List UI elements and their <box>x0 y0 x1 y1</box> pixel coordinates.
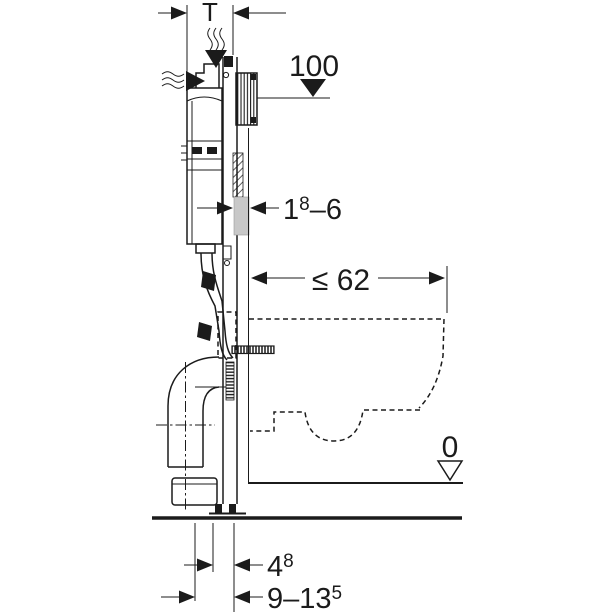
rail-fitting <box>222 245 232 260</box>
arrowhead-left-icon <box>250 201 266 215</box>
flush-plate-opening <box>235 72 258 126</box>
datum-zero: 0 <box>436 431 464 482</box>
level-marker-open-icon <box>436 460 464 482</box>
arrow-down-icon <box>205 50 227 68</box>
actuation-height-label: 100 <box>289 50 339 83</box>
dimension-bowl-depth: ≤ 62 <box>251 264 448 313</box>
wavy-line-icon <box>161 83 185 89</box>
frame-depth-label: T <box>202 0 218 27</box>
wall-section <box>232 128 463 484</box>
zero-level-label: 0 <box>442 431 459 464</box>
wavy-line-icon <box>207 27 213 51</box>
frame-foot <box>209 504 246 515</box>
dimension-actuation-height: 100 <box>257 50 339 99</box>
wavy-line-icon <box>161 77 185 83</box>
pipe-connector <box>201 271 216 291</box>
below-floor-dimensions: 48 9–135 <box>161 523 342 615</box>
frame-rail <box>217 57 238 504</box>
wall-thickness-block <box>233 196 250 236</box>
wall-thickness-label: 18–6 <box>283 194 342 226</box>
arrowhead-left-icon <box>233 6 249 20</box>
arrowhead-right-icon <box>429 271 445 285</box>
drain-thread-hatch <box>225 361 235 401</box>
arrowhead-left-icon <box>251 271 267 285</box>
odor-flow-arrow <box>205 27 227 68</box>
arrowhead-right-icon <box>179 590 195 604</box>
toilet-outline <box>249 318 445 442</box>
dimension-9-13-5: 9–135 <box>161 583 342 615</box>
drain-connection <box>195 361 235 401</box>
arrowhead-right-icon <box>217 201 233 215</box>
drain-elbow <box>156 356 220 512</box>
dimension-4-8: 48 <box>184 551 294 583</box>
flush-pipe <box>197 252 234 361</box>
threaded-rod <box>231 345 275 355</box>
wavy-line-icon <box>219 27 225 51</box>
wall-hatch-strip <box>232 152 244 198</box>
offset-range-label: 9–135 <box>267 583 342 615</box>
arrowhead-right-icon <box>197 558 213 572</box>
wavy-line-icon <box>161 71 185 77</box>
offset-48-label: 48 <box>267 551 294 583</box>
pipe-connector <box>197 322 212 341</box>
dimension-frame-depth: T <box>158 0 286 78</box>
arrowhead-left-icon <box>234 590 250 604</box>
arrowhead-left-icon <box>234 558 250 572</box>
level-marker-filled-icon <box>300 79 326 97</box>
bowl-depth-label: ≤ 62 <box>312 264 370 297</box>
concealed-connector-outline <box>217 311 237 359</box>
cistern <box>181 56 233 254</box>
arrowhead-right-icon <box>171 6 187 20</box>
wavy-line-icon <box>213 27 219 51</box>
dimension-wall-thickness: 18–6 <box>197 194 342 226</box>
floor-sleeve <box>171 477 218 506</box>
